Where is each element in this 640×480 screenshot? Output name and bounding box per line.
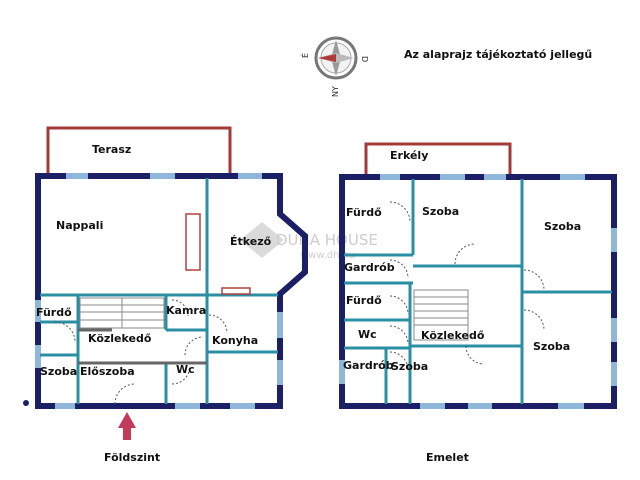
ground-gray-walls	[78, 328, 207, 365]
room-szoba-2: Szoba	[544, 220, 581, 233]
upper-floor-title: Emelet	[426, 451, 469, 464]
upper-stairs	[413, 289, 469, 341]
compass-north: É	[299, 53, 310, 58]
room-nappali: Nappali	[56, 219, 103, 232]
room-furdo-1: Fürdő	[346, 206, 382, 219]
room-wc: Wc	[176, 363, 195, 376]
room-erkely: Erkély	[390, 149, 428, 162]
room-eloszoba: Előszoba	[80, 365, 135, 378]
balcony-outline	[364, 142, 512, 174]
ground-windows	[35, 173, 283, 409]
room-kozlekedo: Közlekedő	[88, 332, 152, 345]
counter-shape	[221, 287, 251, 295]
compass-west: NY	[331, 86, 340, 97]
room-kozlekedo-upper: Közlekedő	[421, 329, 485, 342]
room-konyha: Konyha	[212, 334, 258, 347]
ground-stairs	[79, 297, 165, 329]
sofa-shape	[185, 213, 201, 271]
ground-floor-title: Földszint	[104, 451, 160, 464]
room-szoba: Szoba	[40, 365, 77, 378]
upper-floor: Erkély Fürdő Szoba Szoba Gardrób Fürdő W…	[339, 142, 617, 464]
room-gardrob-2: Gardrób	[343, 359, 394, 372]
terrace-outline	[46, 126, 232, 174]
compass-icon: É D NY	[299, 36, 369, 97]
watermark-brand: DUNA HOUSE	[276, 231, 378, 249]
ground-floor: Terasz Nappali Étkező Fürdő Kamra Közlek…	[23, 126, 308, 464]
room-furdo-2: Fürdő	[346, 294, 382, 307]
room-terasz: Terasz	[92, 143, 131, 156]
ground-outer-wall	[35, 173, 308, 409]
room-etkezo: Étkező	[230, 235, 272, 248]
upper-doors	[389, 201, 545, 371]
room-szoba-1: Szoba	[422, 205, 459, 218]
room-gardrob-1: Gardrób	[344, 261, 395, 274]
watermark-logo-icon	[240, 222, 284, 258]
room-kamra: Kamra	[166, 304, 206, 317]
room-szoba-3: Szoba	[533, 340, 570, 353]
room-szoba-4: Szoba	[391, 360, 428, 373]
compass-south: D	[360, 56, 369, 62]
watermark-url: www.dh.hu	[300, 250, 355, 261]
disclaimer-note: Az alaprajz tájékoztató jellegű	[404, 48, 592, 61]
marker-dot	[23, 400, 29, 406]
upper-windows	[339, 174, 617, 409]
room-wc-upper: Wc	[358, 328, 377, 341]
room-furdo: Fürdő	[36, 306, 72, 319]
entrance-arrow-icon	[118, 412, 136, 440]
ground-doors	[54, 299, 228, 405]
